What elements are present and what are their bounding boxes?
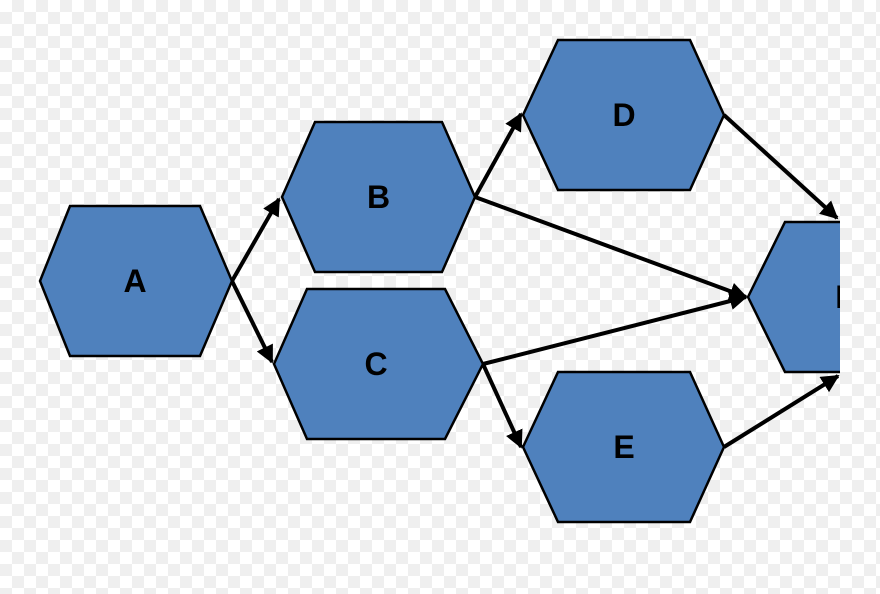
hexagon-node-d [521, 38, 726, 192]
node-c: C [272, 287, 485, 441]
node-label-e: E [613, 429, 634, 465]
node-b: B [280, 120, 477, 274]
node-label-a: A [123, 263, 146, 299]
node-label-b: B [367, 179, 390, 215]
node-d: D [521, 38, 726, 192]
hexagon-node-a [38, 204, 234, 358]
edge-arrow-a-to-b [230, 197, 281, 282]
hexagon-node-b [280, 120, 477, 274]
node-f: F [746, 220, 855, 374]
edge-arrow-c-to-f [482, 292, 748, 366]
edge-arrow-d-to-f [722, 113, 839, 220]
edge-arrow-c-to-e [481, 363, 523, 449]
node-e: E [521, 370, 726, 524]
edges-layer [230, 112, 840, 449]
hexagon-node-f [746, 220, 840, 374]
node-label-f: F [835, 279, 855, 315]
hexagon-node-c [272, 287, 485, 441]
edge-arrow-b-to-d [473, 112, 523, 198]
node-label-d: D [612, 97, 635, 133]
node-label-c: C [364, 346, 387, 382]
edge-arrow-b-to-f [474, 195, 748, 300]
edge-arrow-a-to-c [230, 280, 274, 364]
nodes-layer: A B C D E F [38, 38, 855, 524]
hexagon-node-e [521, 370, 726, 524]
node-a: A [38, 204, 234, 358]
edge-arrow-e-to-f [722, 374, 840, 449]
